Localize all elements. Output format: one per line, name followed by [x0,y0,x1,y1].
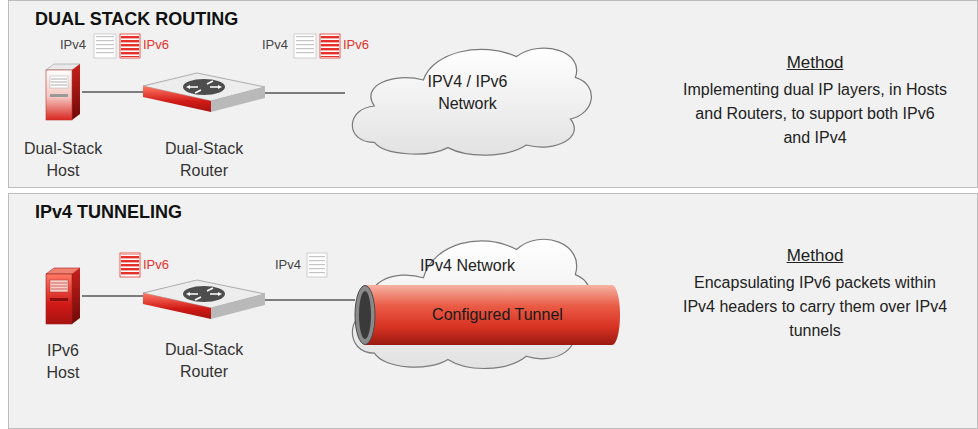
tunnel-label: Configured Tunnel [432,306,563,324]
packet-label: IPv4 [262,37,296,53]
packet-icon [320,34,340,58]
tunnel-opening [355,286,375,345]
label-slot: IPv6 [143,37,177,53]
server-icon [50,280,68,292]
method-heading: Method [695,52,935,73]
method-text: Encapsulating IPv6 packets within IPv4 h… [680,271,950,343]
method-heading: Method [695,245,935,266]
server-icon [50,76,68,88]
router-icon [183,79,225,95]
router-icon [143,280,265,319]
tunnel-tube: Configured Tunnel [355,285,620,345]
router-icon [183,286,225,302]
tunnel-opening [359,291,371,339]
packet-icon [321,35,339,57]
packet-label: IPv4 [60,37,94,53]
packet-icon [296,36,314,56]
label-slot: IPv6 [343,37,377,53]
server-icon [51,283,67,289]
router-icon [143,293,211,319]
packet-label: IPv6 [143,37,177,53]
packet-icon [94,34,116,58]
host-node: IPv6 Host [44,266,82,326]
router-node: Dual-Stack Router [143,279,265,321]
packet-icon [94,34,340,277]
router-icon [218,292,222,296]
server-icon [46,70,72,120]
label-slot: IPv6 [143,257,177,273]
label-slot: Implementing dual IP layers, in Hosts an… [680,78,950,150]
packet-icon [121,254,139,276]
packet-label: IPv4 [275,257,309,273]
server-icon [72,268,80,324]
packet-icon [294,34,316,58]
network-link [265,299,355,301]
network-label: IPV4 / IPv6 Network [403,71,533,115]
tunnel-tube [365,285,620,345]
router-icon [143,73,265,112]
packet-icon [309,255,325,275]
label-slot: Method [695,52,935,73]
label-slot: IPv4 [275,257,309,273]
packet-label: IPv6 [143,257,177,273]
router-icon [143,86,211,112]
host-label: IPv6 Host [33,340,93,384]
router-icon [143,73,265,101]
router-icon [218,85,222,89]
network-cloud: Configured Tunnel IPv4 Network [345,215,590,372]
packet-icon [120,253,140,277]
network-link [82,91,143,93]
host-label: Dual-Stack Host [13,138,113,182]
panel-title: DUAL STACK ROUTING [35,9,238,30]
server-icon [46,64,80,120]
router-label: Dual-Stack Router [154,339,254,383]
server-icon [72,64,80,120]
server-icon [50,94,68,97]
host-node: Dual-Stack Host [44,62,82,122]
label-slot: IPv4 [60,37,94,53]
network-label: IPv4 Network [420,255,515,277]
cloud-outline [345,28,590,158]
router-icon [189,288,219,300]
packet-icon [96,36,114,56]
router-icon [211,294,265,319]
network-cloud: IPV4 / IPv6 Network [345,28,590,158]
server-icon [50,298,68,301]
router-icon [186,85,190,89]
packet-icon [120,34,140,58]
cloud-outline [352,48,591,155]
network-link [265,92,345,94]
router-icon [211,87,265,112]
network-link [82,295,143,297]
router-icon [143,280,265,308]
panel-title: IPv4 TUNNELING [35,202,182,223]
label-slot: Method [695,245,935,266]
server-icon [51,79,67,85]
packet-icon [121,35,139,57]
router-node: Dual-Stack Router [143,72,265,114]
packet-label: IPv6 [343,37,377,53]
packet-icon [307,253,327,277]
router-icon [186,292,190,296]
method-text: Implementing dual IP layers, in Hosts an… [680,78,950,150]
router-label: Dual-Stack Router [154,138,254,182]
router-icon [189,81,219,93]
label-slot: IPv4 [262,37,296,53]
server-icon [46,274,72,324]
label-slot: Encapsulating IPv6 packets within IPv4 h… [680,271,950,343]
server-icon [46,64,80,70]
server-icon [46,268,80,274]
server-icon [46,268,80,324]
